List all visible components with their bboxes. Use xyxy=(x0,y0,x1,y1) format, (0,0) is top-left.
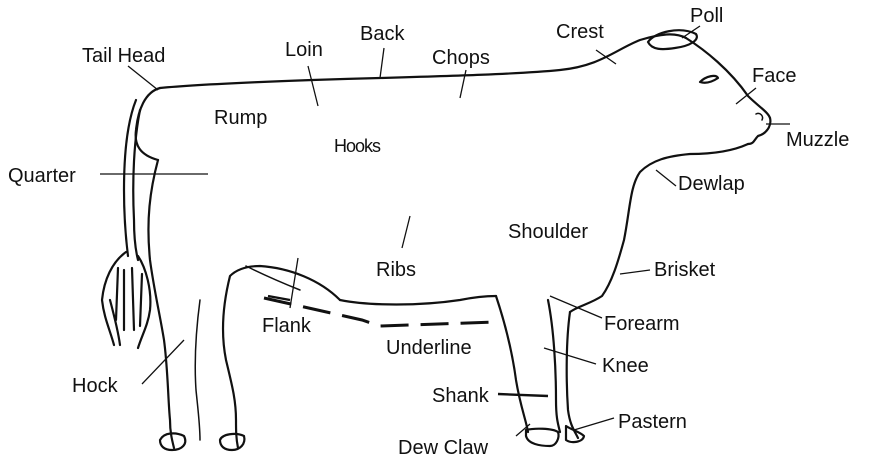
label-hooks: Hooks xyxy=(334,136,381,156)
label-crest: Crest xyxy=(556,21,604,43)
tail-inner xyxy=(133,110,140,260)
tail-switch xyxy=(102,252,150,348)
leader-dewlap xyxy=(656,170,676,186)
leader-brisket xyxy=(620,270,650,274)
label-hock: Hock xyxy=(72,375,119,397)
front-leg-near xyxy=(567,312,578,438)
label-dew-claw: Dew Claw xyxy=(398,437,489,459)
label-muzzle: Muzzle xyxy=(786,129,849,151)
leader-knee xyxy=(544,348,596,364)
leader-lines xyxy=(100,26,790,436)
label-shank: Shank xyxy=(432,385,490,407)
label-underline: Underline xyxy=(386,337,472,359)
front-hoof-far xyxy=(526,429,559,446)
label-flank: Flank xyxy=(262,315,312,337)
front-leg-far xyxy=(496,296,528,432)
nostril xyxy=(756,113,763,120)
label-knee: Knee xyxy=(602,355,649,377)
eye xyxy=(700,76,718,83)
topline xyxy=(160,34,686,88)
rear-leg-near-back xyxy=(148,160,174,448)
muzzle-outline xyxy=(748,118,770,144)
label-tail-head: Tail Head xyxy=(82,45,165,67)
leader-flank xyxy=(290,258,298,308)
label-ribs: Ribs xyxy=(376,259,416,281)
leader-back xyxy=(380,48,384,78)
leader-crest xyxy=(596,50,616,64)
leader-tail-head xyxy=(128,66,158,90)
flank-contour xyxy=(246,266,300,290)
label-chops: Chops xyxy=(432,47,490,69)
rump-back xyxy=(136,88,160,160)
label-shoulder: Shoulder xyxy=(508,221,588,243)
label-poll: Poll xyxy=(690,5,723,27)
leader-hock xyxy=(142,340,184,384)
rear-leg-inner xyxy=(195,300,200,440)
leader-loin xyxy=(308,66,318,106)
jaw-dewlap xyxy=(570,144,748,312)
label-face: Face xyxy=(752,65,796,87)
rear-hoof-near xyxy=(220,434,244,450)
label-pastern: Pastern xyxy=(618,411,687,433)
label-dewlap: Dewlap xyxy=(678,173,745,195)
label-quarter: Quarter xyxy=(8,165,76,187)
leader-ribs xyxy=(402,216,410,248)
label-brisket: Brisket xyxy=(654,259,716,281)
front-leg-far-back xyxy=(548,300,560,432)
leader-pastern xyxy=(574,418,614,430)
leader-shank xyxy=(498,394,548,396)
label-rump: Rump xyxy=(214,107,267,129)
belly xyxy=(340,296,496,305)
label-forearm: Forearm xyxy=(604,313,680,335)
label-loin: Loin xyxy=(285,39,323,61)
rear-leg-near-front xyxy=(223,266,340,448)
leader-chops xyxy=(460,70,466,98)
label-back: Back xyxy=(360,23,405,45)
